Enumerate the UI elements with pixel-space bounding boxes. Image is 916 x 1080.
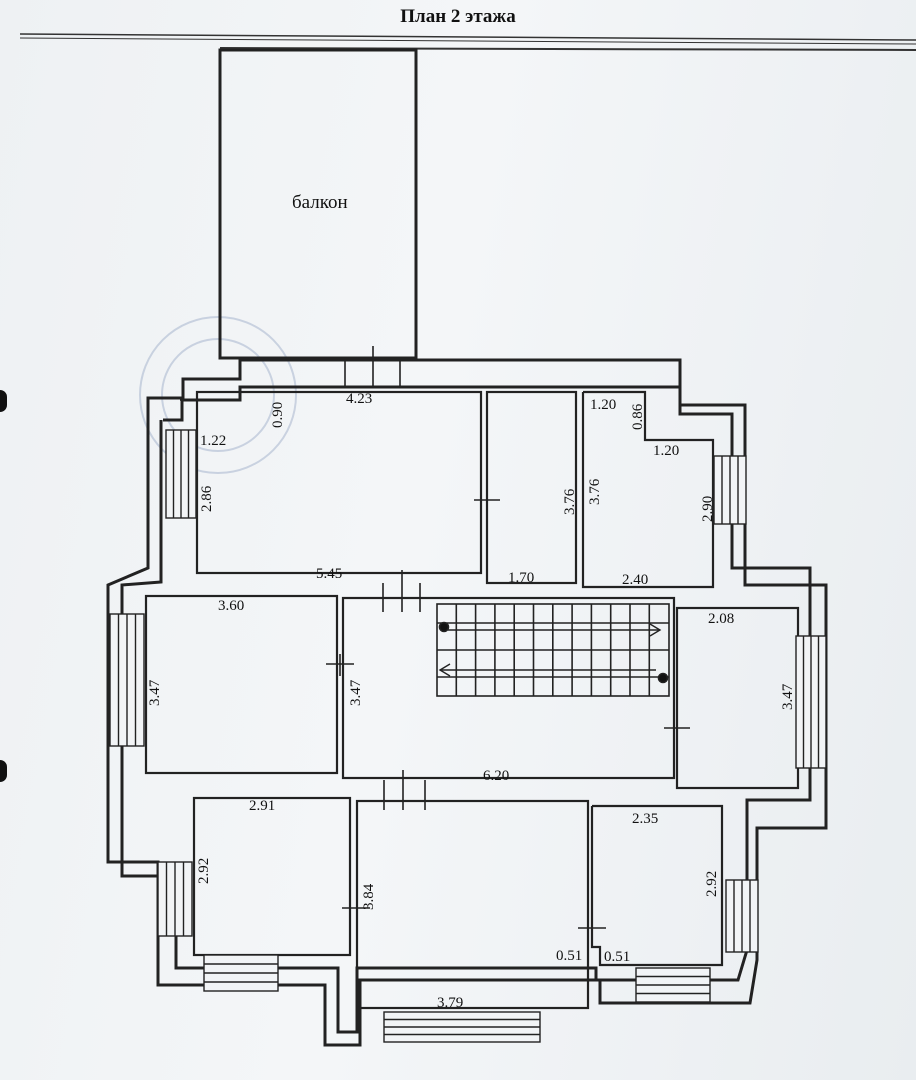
balcony-label: балкон	[292, 192, 348, 213]
window	[383, 1011, 541, 1043]
dim-0-51-a: 0.51	[556, 948, 582, 964]
dim-0-90: 0.90	[270, 402, 286, 428]
window	[713, 455, 747, 525]
dim-3-76-b: 3.76	[587, 478, 603, 505]
window	[109, 613, 145, 747]
dim-2-92-left: 2.92	[196, 858, 212, 884]
dimension-labels: 4.23 0.90 1.22 2.86 1.20 0.86 1.20 3.76 …	[147, 391, 796, 1011]
dim-5-45: 5.45	[316, 566, 342, 582]
balcony-outline	[218, 48, 418, 360]
stair-end-dot	[657, 672, 669, 684]
dim-0-51-b: 0.51	[604, 949, 630, 965]
dim-2-35: 2.35	[632, 811, 658, 827]
window	[157, 861, 193, 937]
binder-hole	[0, 760, 7, 782]
room-bottom-right	[590, 804, 724, 967]
dim-0-86: 0.86	[630, 403, 646, 430]
dim-4-23: 4.23	[346, 391, 372, 407]
plan-title: План 2 этажа	[400, 6, 516, 27]
dim-3-60: 3.60	[218, 598, 244, 614]
dim-2-91: 2.91	[249, 798, 275, 814]
dim-2-90: 2.90	[700, 496, 716, 522]
dim-3-84: 3.84	[361, 883, 377, 910]
dim-2-08: 2.08	[708, 611, 734, 627]
window	[725, 879, 759, 953]
room-bottom-left	[192, 796, 352, 957]
room-mid-left	[144, 594, 339, 775]
room-top-left	[195, 390, 483, 575]
dim-3-47-center: 3.47	[348, 679, 364, 706]
dim-3-79: 3.79	[437, 995, 463, 1011]
dim-1-20-top: 1.20	[590, 397, 616, 413]
dim-1-22: 1.22	[200, 433, 226, 449]
dim-6-20: 6.20	[483, 768, 509, 784]
window	[165, 429, 197, 519]
binder-hole	[0, 390, 7, 412]
stair-start-dot	[438, 621, 450, 633]
outer-walls	[106, 358, 828, 1047]
window	[635, 967, 711, 1003]
hall	[341, 596, 676, 780]
dim-2-86: 2.86	[199, 485, 215, 512]
dim-2-40: 2.40	[622, 572, 648, 588]
dim-3-76-a: 3.76	[562, 488, 578, 515]
room-top-center	[485, 390, 578, 585]
windows	[109, 429, 827, 1043]
window	[795, 635, 827, 769]
interior-walls	[144, 390, 800, 1010]
dim-3-47-left: 3.47	[147, 679, 163, 706]
room-top-right	[581, 390, 715, 589]
door-marks	[180, 346, 690, 940]
header-rules	[19, 33, 916, 51]
stamp-seal	[139, 316, 297, 474]
staircase	[436, 603, 670, 697]
room-bottom-center	[355, 799, 590, 1010]
dim-1-70: 1.70	[508, 570, 534, 586]
dim-2-92-right: 2.92	[704, 871, 720, 897]
dim-1-20-right: 1.20	[653, 443, 679, 459]
dim-3-47-right: 3.47	[780, 683, 796, 710]
window	[203, 954, 279, 992]
